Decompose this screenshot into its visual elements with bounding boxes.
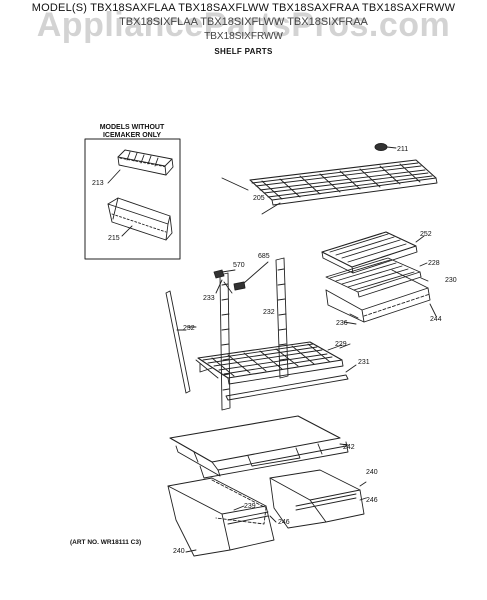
shelf-trim bbox=[225, 364, 357, 401]
part-label-230: 230 bbox=[445, 277, 457, 284]
models-line-2: TBX18SIXFLAA TBX18SIXFLWW TBX18SIXFRAA bbox=[119, 16, 368, 28]
models-line-1: MODEL(S) TBX18SAXFLAA TBX18SAXFLWW TBX18… bbox=[31, 2, 456, 14]
part-label-240-right: 240 bbox=[366, 469, 378, 476]
part-label-244: 244 bbox=[430, 316, 442, 323]
crisper-drawer-left bbox=[167, 477, 275, 557]
ice-bucket bbox=[107, 197, 173, 241]
fastener-570 bbox=[213, 269, 236, 279]
part-label-252: 252 bbox=[420, 231, 432, 238]
part-label-215: 215 bbox=[108, 235, 120, 242]
crisper-drawer-right bbox=[269, 469, 367, 529]
models-line-3: TBX18SIXFRWW bbox=[204, 31, 283, 42]
inset-title-line1: MODELS WITHOUT bbox=[100, 124, 165, 131]
part-label-205: 205 bbox=[253, 195, 265, 202]
part-label-570: 570 bbox=[233, 262, 245, 269]
part-label-232-bracket: 232 bbox=[263, 309, 275, 316]
crisper-pan bbox=[325, 269, 437, 325]
fastener-685 bbox=[233, 261, 269, 291]
part-label-246-left: 246 bbox=[278, 519, 290, 526]
inset-title-line2: ICEMAKER ONLY bbox=[103, 132, 161, 139]
icemaker-inset bbox=[84, 138, 181, 260]
part-label-211: 211 bbox=[397, 146, 408, 153]
art-number: (ART NO. WR18111 C3) bbox=[70, 539, 142, 546]
slide-out-shelf bbox=[325, 257, 429, 298]
part-label-231: 231 bbox=[358, 359, 370, 366]
bumper bbox=[374, 143, 397, 151]
part-label-228: 228 bbox=[428, 260, 440, 267]
part-label-229: 229 bbox=[335, 341, 347, 348]
part-label-685: 685 bbox=[258, 253, 270, 260]
part-label-236: 236 bbox=[336, 320, 348, 327]
part-label-240-left: 240 bbox=[173, 548, 185, 555]
part-label-213: 213 bbox=[92, 180, 104, 187]
part-label-239: 239 bbox=[244, 503, 256, 510]
middle-wire-shelf bbox=[195, 341, 351, 385]
ice-tray bbox=[117, 149, 174, 176]
part-label-242: 242 bbox=[343, 444, 355, 451]
crisper-cover-assembly bbox=[321, 231, 425, 274]
shelf-bracket-left bbox=[219, 272, 231, 411]
left-rail bbox=[165, 290, 191, 394]
watermark: AppliancePartsPros.com bbox=[36, 6, 451, 44]
section-title: SHELF PARTS bbox=[214, 47, 273, 56]
shelf-bracket-right bbox=[275, 257, 289, 379]
part-label-232-rail: 232 bbox=[183, 325, 195, 332]
part-label-246-right: 246 bbox=[366, 497, 378, 504]
top-wire-shelf bbox=[249, 159, 438, 215]
part-label-233: 233 bbox=[203, 295, 215, 302]
crisper-glass-cover bbox=[169, 415, 349, 479]
